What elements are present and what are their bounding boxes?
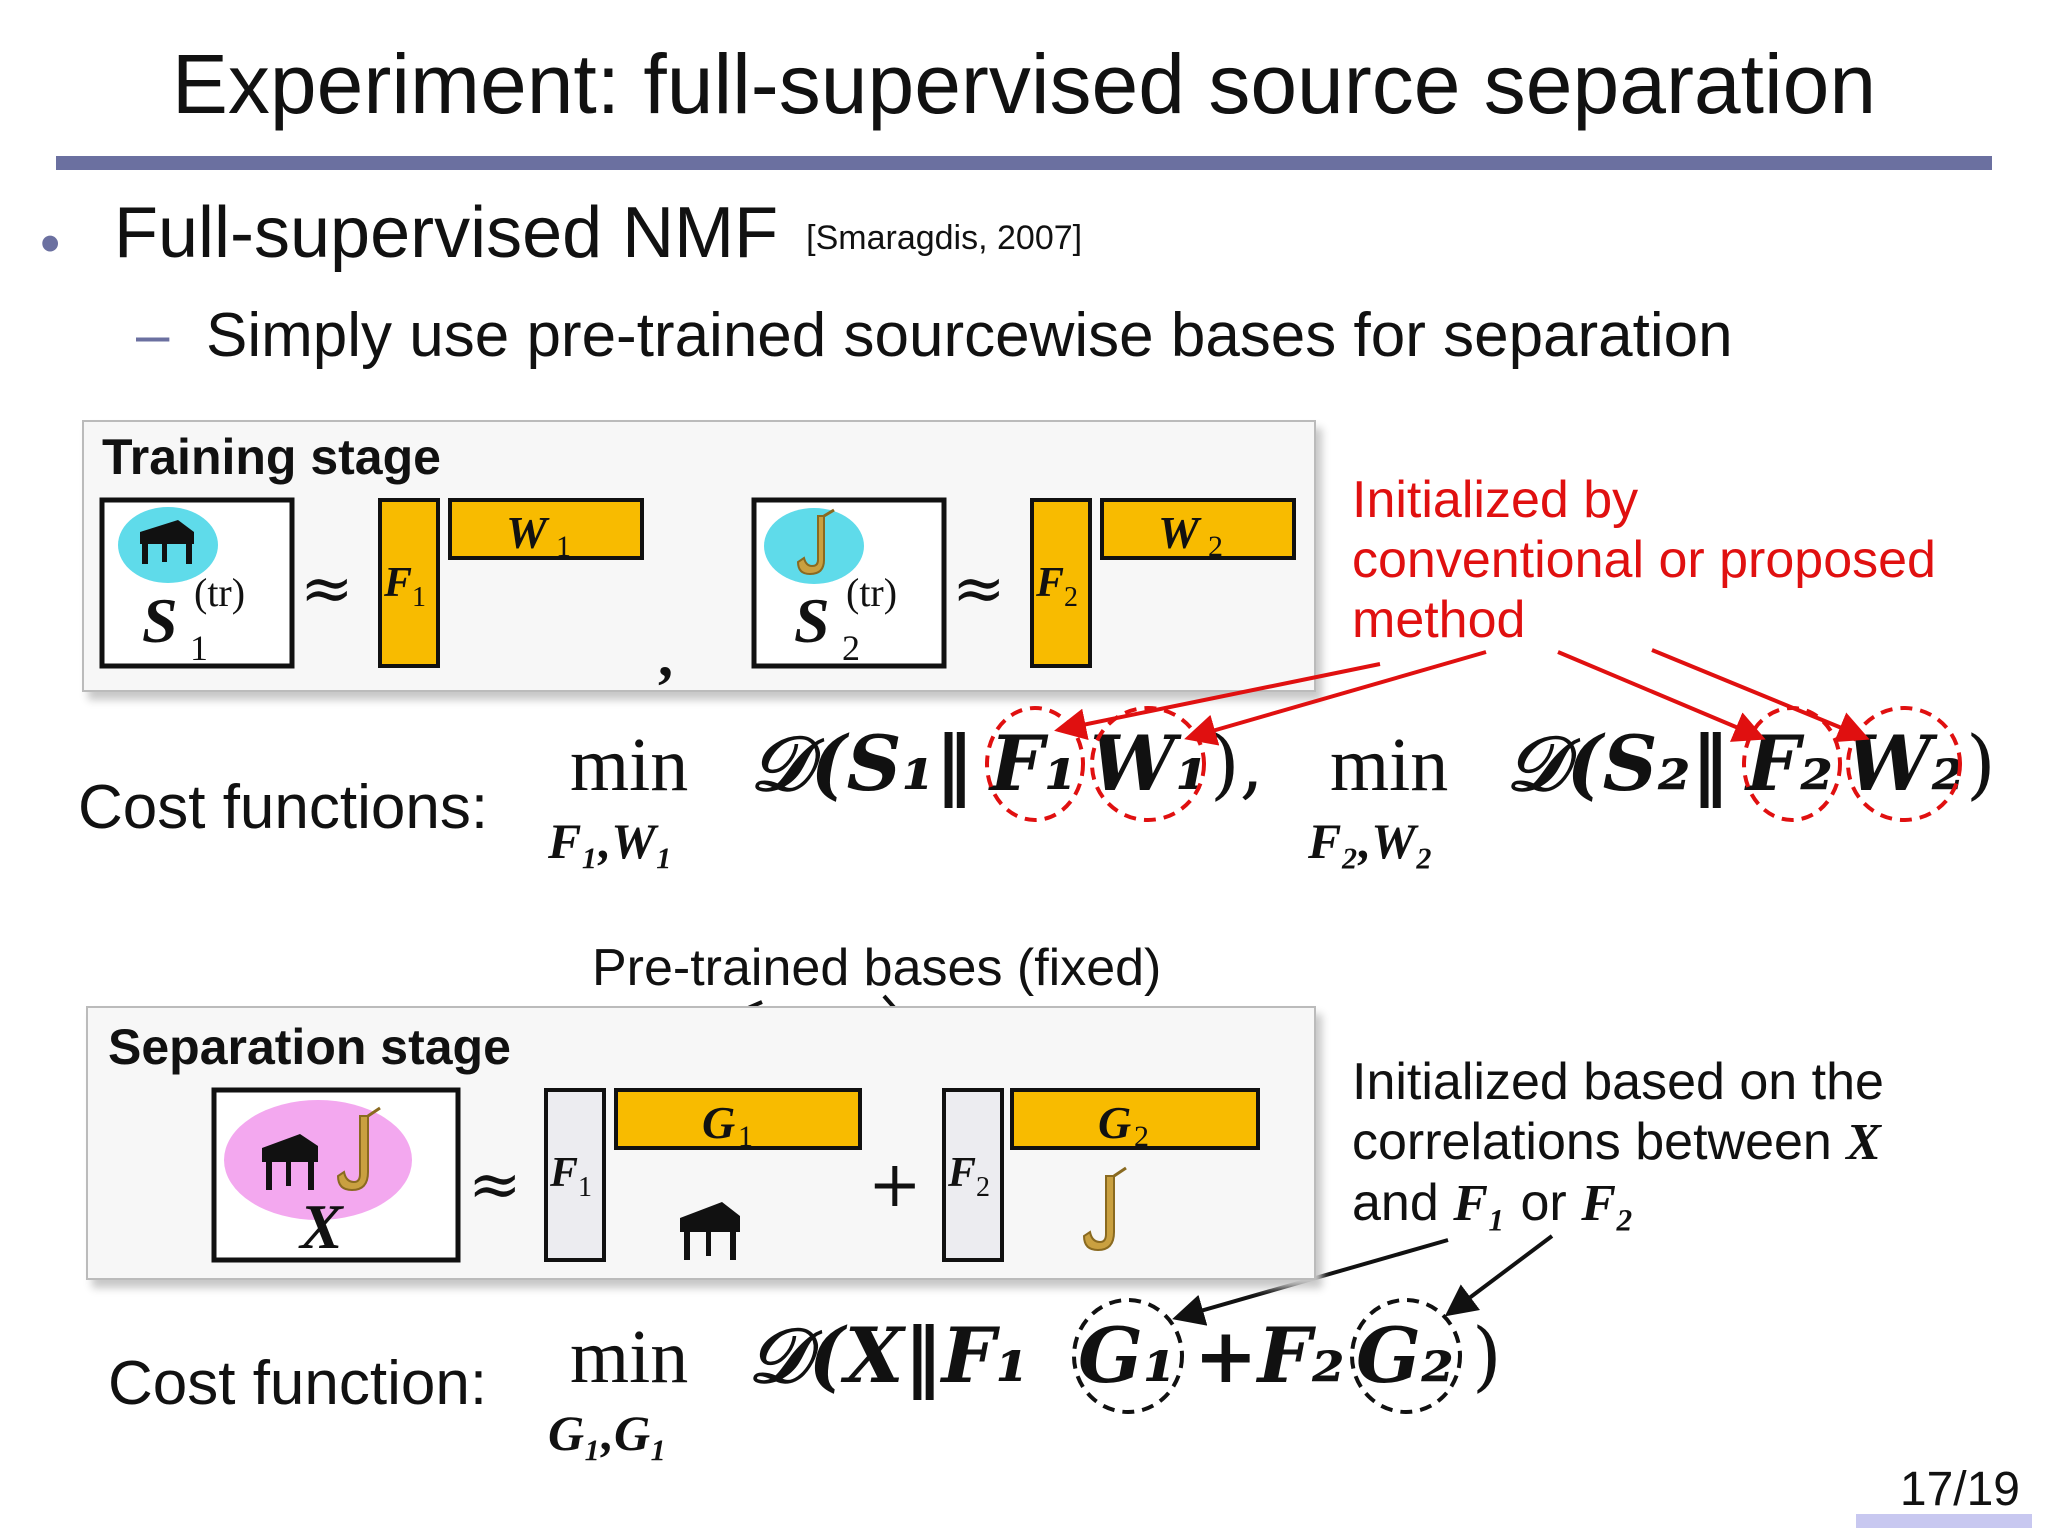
training-note-line-2: conventional or proposed xyxy=(1352,531,1936,589)
s2-superscript: (tr) xyxy=(846,570,897,615)
sep-note-f1: F₁ xyxy=(1453,1175,1507,1232)
arrow-to-f1 xyxy=(1054,662,1381,741)
sep-f1-basis xyxy=(544,1088,606,1262)
separation-stage-label: Separation stage xyxy=(108,1019,511,1075)
expr-3-g2: G₂ xyxy=(1356,1311,1454,1400)
f2-subscript: 2 xyxy=(1064,582,1078,613)
approx-2: ≈ xyxy=(952,552,1006,626)
arrow-to-w1 xyxy=(1184,650,1487,746)
sep-f1-symbol: F xyxy=(549,1150,578,1196)
f1-basis xyxy=(378,498,440,668)
piano-icon xyxy=(140,520,194,564)
bullet-item: Full-supervised NMF [Smaragdis, 2007] xyxy=(114,192,1082,274)
sep-note-line-3: and F₁ or F₂ xyxy=(1352,1174,1634,1232)
s1-superscript: (tr) xyxy=(194,570,245,615)
pretrained-bases-label: Pre-trained bases (fixed) xyxy=(592,939,1162,997)
arrow-to-w2 xyxy=(1651,648,1870,743)
min-3-subscript: G₁,G₁ xyxy=(548,1405,668,1461)
g1-activation xyxy=(614,1088,862,1150)
expr-2-prefix: 𝒟(S₂‖ xyxy=(1506,719,1729,809)
slide-title: Experiment: full-supervised source separ… xyxy=(171,37,1877,131)
progress-bar xyxy=(1856,1514,2032,1528)
w2-activation xyxy=(1100,498,1296,560)
g1-symbol: G xyxy=(702,1097,735,1148)
piano-icon xyxy=(262,1134,318,1190)
sub-bullet-marker: – xyxy=(136,301,170,368)
saxophone-icon xyxy=(796,508,835,576)
page-number: 17/19 xyxy=(1899,1463,2020,1516)
expr-3-prefix: 𝒟(X‖F₁ xyxy=(748,1311,1029,1401)
circle-g1 xyxy=(1072,1298,1184,1414)
sep-note-line-2: correlations between X xyxy=(1352,1113,1881,1171)
cost-functions-equation: min F₁,W₁ 𝒟(S₁‖ F₁ W₁ ), min F₂,W₂ 𝒟(S₂‖… xyxy=(547,706,1996,869)
cost-functions-label: Cost functions: xyxy=(78,773,489,842)
training-diagram: S 1 (tr) ≈ F 1 W 1 , S 2 (tr) ≈ F 2 W 2 xyxy=(99,497,1296,689)
sep-f1-subscript: 1 xyxy=(578,1172,592,1203)
saxophone-icon xyxy=(336,1106,381,1192)
sep-note-x: X xyxy=(1846,1114,1881,1171)
sep-f2-symbol: F xyxy=(947,1150,976,1196)
g2-subscript: 2 xyxy=(1134,1120,1149,1153)
expr-3-g1: G₁ xyxy=(1078,1311,1176,1400)
sep-note-line-1: Initialized based on the xyxy=(1352,1053,1884,1111)
s1-symbol: S xyxy=(142,585,178,656)
circle-w1 xyxy=(1090,706,1206,822)
cost-function-label: Cost function: xyxy=(108,1349,488,1418)
cost-function-equation: min G₁,G₁ 𝒟(X‖F₁ G₁ +F₂ G₂ ) xyxy=(548,1298,1502,1461)
citation: [Smaragdis, 2007] xyxy=(806,219,1083,257)
bullet-text: Full-supervised NMF xyxy=(114,193,779,273)
s2-symbol: S xyxy=(794,585,830,656)
g2-activation xyxy=(1010,1088,1260,1150)
approx-3: ≈ xyxy=(468,1148,522,1222)
sep-f2-subscript: 2 xyxy=(976,1172,990,1203)
circle-g2 xyxy=(1350,1298,1462,1414)
plus-sign: + xyxy=(868,1148,922,1222)
f2-symbol: F xyxy=(1035,560,1064,606)
expr-1-prefix: 𝒟(S₁‖ xyxy=(750,719,973,809)
expr-3-mid: +F₂ xyxy=(1194,1311,1345,1400)
separation-diagram: X ≈ F 1 G 1 + F 2 G 2 xyxy=(211,1087,1260,1263)
training-note-line-1: Initialized by xyxy=(1352,471,1639,529)
piano-icon xyxy=(680,1202,740,1260)
min-2-subscript: F₂,W₂ xyxy=(1307,813,1433,869)
expr-3-suffix: ) xyxy=(1472,1311,1502,1400)
g1-subscript: 1 xyxy=(738,1120,753,1153)
min-1: min xyxy=(570,723,688,807)
w1-subscript: 1 xyxy=(556,530,571,563)
title-divider xyxy=(56,156,1992,170)
f1-symbol: F xyxy=(383,560,412,606)
expr-2-suffix: ) xyxy=(1966,719,1996,808)
sep-note-f2: F₂ xyxy=(1581,1175,1634,1232)
bullet-marker: • xyxy=(40,211,61,276)
separation-init-note: Initialized based on the correlations be… xyxy=(1352,1052,1884,1234)
f1-subscript: 1 xyxy=(412,582,426,613)
circle-w2 xyxy=(1846,706,1962,822)
w1-activation xyxy=(448,498,644,560)
f2-basis xyxy=(1030,498,1092,668)
x-symbol: X xyxy=(298,1191,344,1262)
min-2: min xyxy=(1330,723,1448,807)
arrow-to-f2 xyxy=(1557,650,1766,742)
training-comma: , xyxy=(658,623,673,689)
circle-f1 xyxy=(985,706,1085,822)
sep-f2-basis xyxy=(942,1088,1004,1262)
sax-background xyxy=(764,508,864,584)
training-stage-label: Training stage xyxy=(102,429,441,485)
training-note-line-3: method xyxy=(1352,591,1526,649)
w1-symbol: W xyxy=(506,507,550,558)
min-3: min xyxy=(570,1315,688,1399)
s2-subscript: 2 xyxy=(842,628,860,668)
saxophone-icon xyxy=(1082,1166,1127,1252)
arrow-to-g2 xyxy=(1444,1234,1554,1317)
sub-bullet-text: Simply use pre-trained sourcewise bases … xyxy=(206,301,1733,370)
training-init-note: Initialized by conventional or proposed … xyxy=(1352,470,1936,650)
g2-symbol: G xyxy=(1098,1097,1131,1148)
approx-1: ≈ xyxy=(300,552,354,626)
w2-subscript: 2 xyxy=(1208,530,1223,563)
w2-symbol: W xyxy=(1158,507,1202,558)
s1-subscript: 1 xyxy=(190,628,208,668)
min-1-subscript: F₁,W₁ xyxy=(547,813,673,869)
